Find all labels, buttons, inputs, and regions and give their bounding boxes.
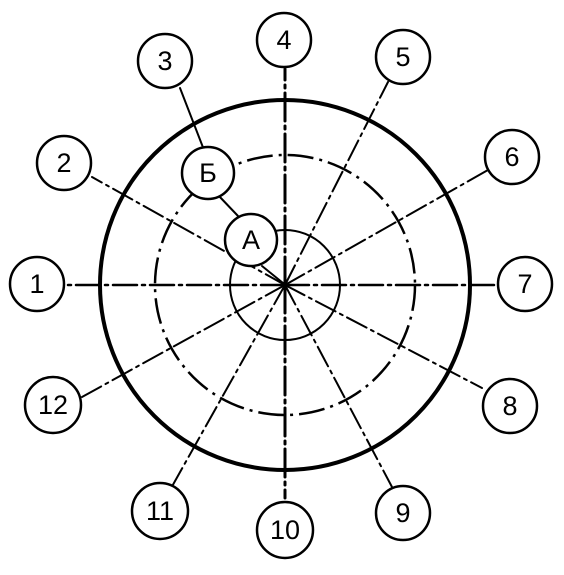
outer-label-10: 10	[255, 500, 315, 560]
label-5-text: 5	[395, 42, 410, 72]
ray-12	[81, 284, 286, 398]
label-3-text: 3	[157, 46, 172, 76]
label-4-text: 4	[276, 25, 291, 55]
outer-label-1: 1	[8, 255, 66, 313]
outer-circle	[98, 98, 472, 472]
outer-label-11: 11	[130, 481, 190, 541]
label-8-text: 8	[502, 391, 517, 421]
inner-circle	[229, 229, 341, 341]
label-b-text: Б	[199, 158, 217, 188]
leader-a-to-center	[261, 265, 284, 284]
outer-label-8: 8	[481, 377, 539, 435]
ray-9	[284, 284, 393, 488]
outer-label-6: 6	[483, 128, 541, 186]
ray-5	[284, 81, 389, 286]
label-7-text: 7	[517, 269, 532, 299]
leader-3-to-b	[179, 87, 205, 151]
label-9-text: 9	[395, 498, 410, 528]
middle-circle	[153, 153, 417, 417]
inner-label-b: Б	[180, 145, 236, 201]
outer-label-7: 7	[496, 255, 554, 313]
outer-label-9: 9	[374, 484, 432, 542]
center-point	[281, 281, 289, 289]
outer-label-12: 12	[23, 375, 83, 435]
label-1-text: 1	[29, 269, 44, 299]
label-2-text: 2	[56, 148, 71, 178]
ray-11	[169, 284, 286, 491]
outer-label-2: 2	[35, 134, 93, 192]
ray-6	[284, 169, 489, 286]
leader-b-to-a	[217, 194, 239, 217]
label-a-text: А	[242, 225, 260, 255]
ray-8	[284, 284, 483, 389]
outer-label-4: 4	[255, 11, 313, 69]
outer-label-3: 3	[136, 32, 194, 90]
label-6-text: 6	[504, 142, 519, 172]
label-12-text: 12	[38, 390, 68, 420]
inner-label-a: А	[223, 212, 279, 268]
outer-label-5: 5	[374, 28, 432, 86]
label-10-text: 10	[270, 515, 300, 545]
label-11-text: 11	[146, 496, 174, 526]
radial-lines	[62, 67, 498, 500]
